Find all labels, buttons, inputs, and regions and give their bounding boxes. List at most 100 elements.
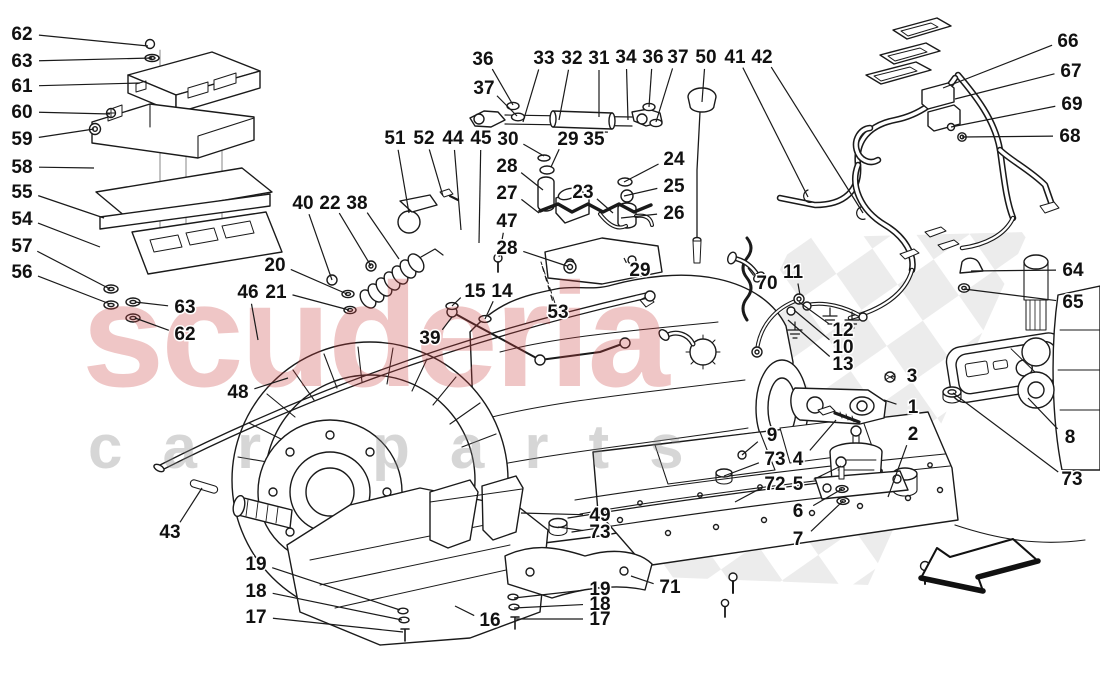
callout-62-0: 62: [11, 24, 32, 45]
callout-8-69: 8: [1065, 427, 1076, 448]
leader-line-38-17: [366, 212, 400, 260]
callout-11-56: 11: [783, 262, 804, 283]
leader-line-62-0: [38, 34, 149, 47]
leader-line-29-40: [550, 149, 560, 168]
leader-line-47-44: [498, 232, 504, 258]
leader-line-1-67: [883, 399, 897, 405]
callout-34-29: 34: [615, 47, 637, 68]
leader-line-63-10: [134, 301, 169, 307]
callout-39-54: 39: [419, 328, 440, 349]
callout-62-11: 62: [174, 324, 195, 345]
callout-72-73: 72: [764, 474, 785, 495]
callout-49-78: 49: [589, 505, 610, 526]
callout-45-38: 45: [470, 128, 492, 149]
callout-18-82: 18: [589, 594, 610, 615]
leader-line-33-26: [522, 69, 540, 123]
callout-59-4: 59: [11, 129, 32, 150]
watermark-sub-left-text: car: [88, 413, 301, 482]
callout-10-58: 10: [832, 337, 853, 358]
watermark-brand-text: scuderia: [82, 253, 671, 418]
callout-66-60: 66: [1057, 31, 1078, 52]
callout-33-26: 33: [533, 48, 554, 69]
leader-line-22-16: [338, 212, 372, 267]
callout-14-52: 14: [491, 281, 513, 302]
leader-line-40-15: [308, 214, 333, 281]
leader-line-23-46: [596, 198, 614, 214]
leader-line-68-63: [961, 135, 1054, 138]
callout-69-62: 69: [1061, 94, 1082, 115]
callout-36-30: 36: [642, 47, 663, 68]
callout-15-51: 15: [464, 281, 486, 302]
leader-line-59-4: [38, 128, 95, 138]
leader-line-42-34: [770, 66, 864, 214]
leader-line-67-61: [954, 73, 1055, 100]
callout-23-46: 23: [572, 182, 593, 203]
leader-line-9-71: [741, 441, 759, 456]
callout-47-44: 47: [496, 211, 517, 232]
callout-7-77: 7: [793, 529, 804, 550]
leader-line-51-35: [397, 149, 410, 214]
leader-line-19-81: [513, 589, 584, 599]
grommet-73: [942, 386, 962, 404]
callout-4-74: 4: [793, 449, 804, 470]
callout-5-75: 5: [793, 474, 804, 495]
leader-line-28-45: [523, 250, 568, 267]
leader-line-63-1: [38, 57, 153, 62]
leader-line-41-33: [742, 67, 809, 198]
callout-67-61: 67: [1060, 61, 1081, 82]
callout-55-6: 55: [11, 182, 33, 203]
callout-22-16: 22: [319, 193, 340, 214]
callout-41-33: 41: [724, 47, 746, 68]
leader-line-46-13: [250, 303, 259, 341]
callout-29-50: 29: [629, 260, 650, 281]
leader-line-49-78: [520, 512, 584, 516]
leader-line-52-36: [428, 149, 444, 197]
callout-40-15: 40: [292, 193, 313, 214]
leader-line-57-8: [36, 250, 111, 290]
callout-44-37: 44: [442, 128, 464, 149]
leader-line-6-76: [812, 488, 843, 507]
callout-12-57: 12: [832, 320, 853, 341]
callout-17-83: 17: [589, 609, 610, 630]
callout-29-40: 29: [557, 129, 578, 150]
leader-line-19-20: [272, 567, 401, 611]
leader-line-61-2: [38, 82, 141, 87]
leader-line-26-49: [620, 213, 658, 219]
leader-line-58-5: [38, 166, 95, 169]
callout-17-22: 17: [245, 607, 266, 628]
leader-line-4-74: [809, 419, 837, 451]
leader-line-24-47: [623, 163, 659, 183]
leader-line-72-73: [734, 488, 760, 503]
callout-64-64: 64: [1062, 260, 1084, 281]
leader-line-36-24: [491, 68, 514, 106]
ground-straps: [727, 251, 868, 358]
leader-line-43-19: [179, 487, 203, 523]
callout-20-12: 20: [264, 255, 285, 276]
callout-63-10: 63: [174, 297, 195, 318]
leader-line-37-31: [655, 68, 674, 123]
leader-line-13-59: [787, 319, 831, 357]
callout-6-76: 6: [793, 501, 804, 522]
ecu-bracket-assembly: [88, 38, 283, 323]
callout-73-70: 73: [1061, 469, 1082, 490]
leader-line-73-72: [723, 462, 760, 477]
callout-25-48: 25: [663, 176, 685, 197]
leader-line-73-79: [557, 526, 584, 532]
leader-line-7-77: [810, 500, 844, 532]
callout-26-49: 26: [663, 203, 684, 224]
leader-line-44-37: [453, 149, 462, 231]
leader-line-55-6: [38, 195, 105, 219]
leader-line-28-42: [520, 172, 544, 191]
callout-73-79: 73: [589, 522, 610, 543]
callout-32-27: 32: [561, 48, 582, 69]
leader-line-14-52: [484, 301, 494, 320]
callout-19-20: 19: [245, 554, 266, 575]
callout-19-81: 19: [589, 579, 610, 600]
direction-arrow-icon: [918, 538, 1041, 594]
leader-line-69-62: [950, 105, 1056, 128]
callout-38-17: 38: [346, 193, 367, 214]
sensors-and-cables: [153, 188, 656, 473]
leader-line-73-70: [952, 392, 1059, 473]
